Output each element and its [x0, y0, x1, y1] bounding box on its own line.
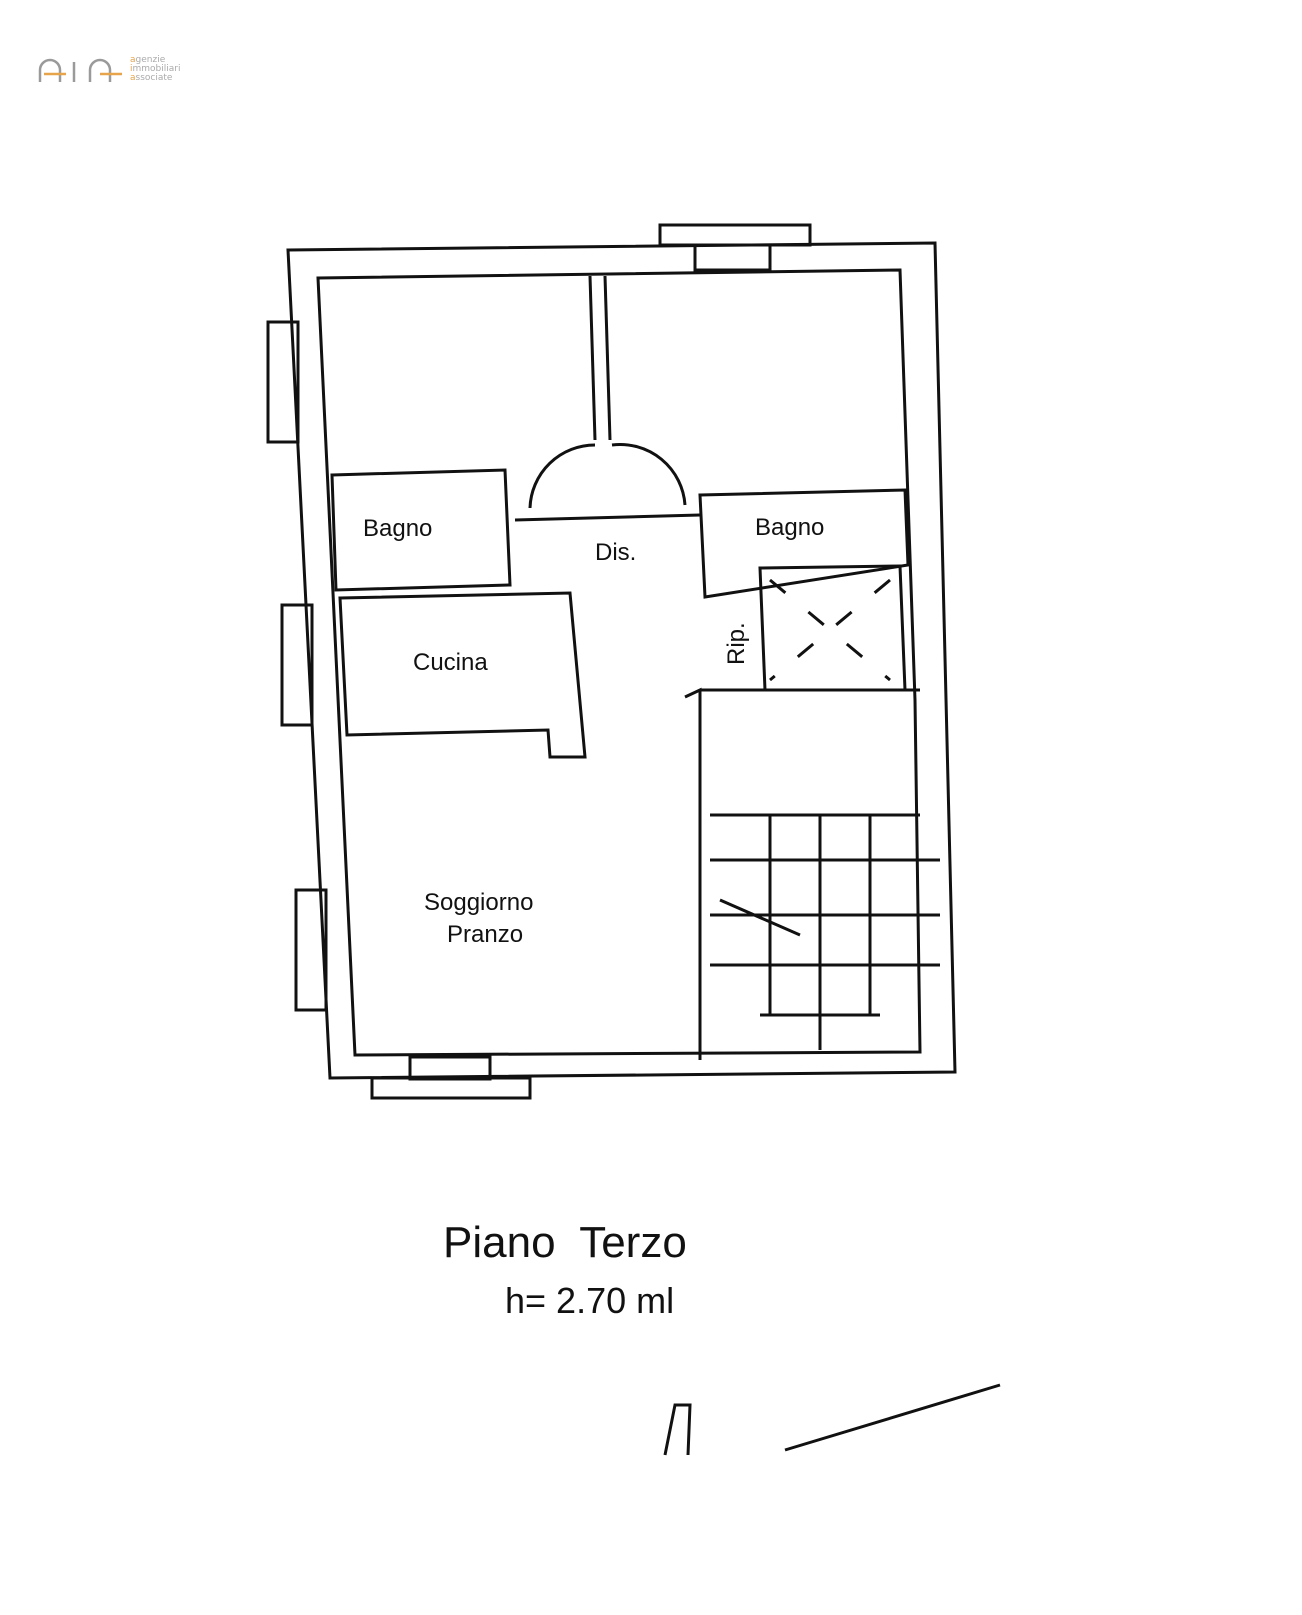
room-label-cucina: Cucina — [413, 649, 488, 676]
window — [280, 603, 314, 727]
ceiling-height: h= 2.70 ml — [505, 1280, 675, 1321]
outer-wall — [286, 241, 957, 1080]
window — [370, 1076, 532, 1100]
wall — [603, 275, 612, 441]
wall — [698, 488, 910, 599]
logo-line: immobiliari — [130, 64, 181, 74]
room-label-pranzo: Pranzo — [447, 921, 523, 948]
room-label-bagno-right: Bagno — [755, 514, 824, 541]
room-label-bagno-left: Bagno — [363, 515, 432, 542]
logo-line: associate — [130, 73, 173, 83]
inner-wall — [316, 268, 922, 1057]
room-label-soggiorno: Soggiorno — [424, 889, 533, 916]
window — [658, 223, 812, 247]
room-label-ripostiglio: Rip. — [723, 622, 750, 665]
window — [294, 888, 328, 1012]
stairs — [710, 813, 940, 1050]
aia-logo — [38, 58, 122, 82]
logo-text: agenzie immobiliari associate — [130, 56, 181, 83]
window — [693, 243, 772, 272]
wall — [514, 513, 701, 522]
wall — [330, 468, 512, 592]
wall — [588, 275, 597, 441]
room-label-disimpegno: Dis. — [595, 539, 636, 566]
window — [266, 320, 300, 444]
door-swing — [611, 443, 687, 506]
logo-line: agenzie — [130, 55, 166, 65]
door-swing — [528, 443, 596, 509]
window — [408, 1055, 492, 1081]
floor-title: Piano Terzo — [443, 1218, 687, 1267]
wall — [684, 687, 702, 1060]
signature-marks — [663, 1383, 1001, 1456]
wall — [338, 591, 587, 759]
